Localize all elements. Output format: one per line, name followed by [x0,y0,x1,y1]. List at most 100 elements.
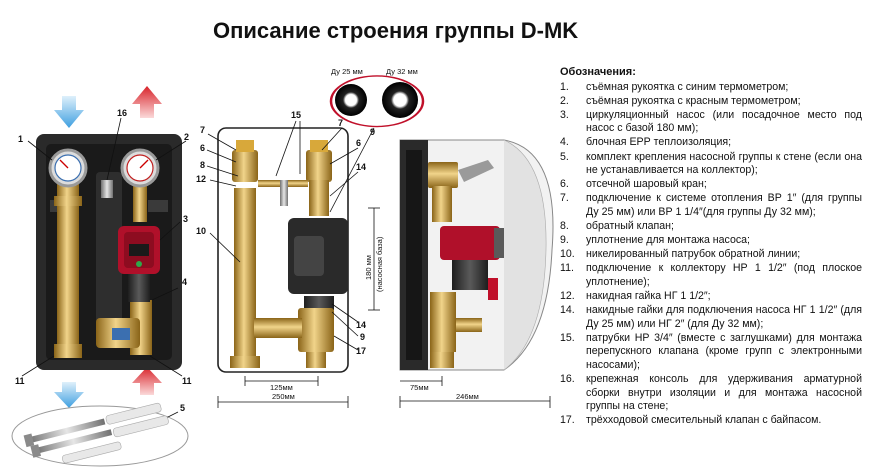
seal-label-25: Ду 25 мм [331,67,363,76]
legend-item-text: накидные гайки для подключения насоса НГ… [586,304,862,330]
legend-heading: Обозначения: [560,66,636,78]
callout-7-left: 7 [200,125,205,135]
callout-17: 17 [356,346,366,356]
legend: Обозначения: 1. съёмная рукоятка с синим … [560,66,862,428]
legend-item-number: 6. [560,178,569,191]
legend-item-number: 3. [560,108,569,121]
legend-item-number: 15. [560,331,575,344]
legend-item-text: крепежная консоль для удерживания армату… [586,373,862,413]
legend-item-number: 4. [560,136,569,149]
side-view [399,139,554,371]
dimension-pump-base: 180 мм [364,255,373,280]
callout-16: 16 [117,108,127,118]
legend-item-text: патрубки НР 3/4″ (вместе с заглушками) д… [586,331,862,371]
callout-9-bottom: 9 [360,332,365,342]
seal-dn32 [382,82,418,118]
legend-item-number: 7. [560,192,569,205]
legend-item-number: 11. [560,262,574,275]
side-view-dimensions: 246мм 75мм [399,376,551,408]
page-title: Описание строения группы D-MK [213,18,579,43]
front-view-assembly [217,127,349,373]
callout-15: 15 [291,110,301,120]
legend-item-number: 16. [560,373,575,386]
legend-item-number: 5. [560,150,569,163]
dimension-pump-base-note: (насосная база) [375,236,384,292]
callout-6-right: 6 [356,138,361,148]
legend-item-number: 10. [560,248,575,261]
front-view-callouts: 1 2 3 4 16 11 11 [15,108,192,386]
hot-flow-arrow-bottom [132,367,162,395]
legend-item-text: съёмная рукоятка с красным термометром; [586,94,801,107]
legend-item-text: комплект крепления насосной группы к сте… [586,150,862,177]
callout-1: 1 [18,134,23,144]
callout-4: 4 [182,277,187,287]
supply-pipe [133,182,147,222]
legend-item: 8. обратный клапан; [560,220,862,234]
legend-item-text: подключение к системе отопления ВР 1″ (д… [586,192,862,218]
legend-item: 11. подключение к коллектору НР 1 1/2″ (п… [560,262,862,289]
callout-9-top: 9 [370,127,375,137]
legend-item: 2. съёмная рукоятка с красным термометром… [560,95,862,109]
legend-item: 3. циркуляционный насос (или посадочное м… [560,109,862,136]
wall-mounting-kit: 5 [11,402,189,467]
assembly-callouts: 7 6 8 12 10 15 7 6 14 14 9 17 [196,110,366,356]
dimension-depth: 246мм [456,392,479,401]
return-pipe [57,182,79,352]
dimension-width: 250мм [272,392,295,401]
legend-item: 10. никелированный патрубок обратной лини… [560,248,862,262]
legend-item: 15. патрубки НР 3/4″ (вместе с заглушками… [560,332,862,373]
callout-14-bottom: 14 [356,320,366,330]
callout-11-right: 11 [182,376,192,386]
legend-item-text: обратный клапан; [586,220,674,233]
legend-item-number: 8. [560,220,569,233]
legend-item: 16. крепежная консоль для удерживания арм… [560,373,862,414]
callout-8: 8 [200,160,205,170]
legend-item-text: блочная ЕРР теплоизоляция; [586,136,732,149]
seal-label-32: Ду 32 мм [386,67,418,76]
legend-item: 14. накидные гайки для подключения насоса… [560,304,862,331]
callout-5: 5 [180,403,185,413]
callout-11-left: 11 [15,376,25,386]
legend-item: 6. отсечной шаровый кран; [560,178,862,192]
front-view-insulated [36,86,182,408]
legend-item-text: циркуляционный насос (или посадочное мес… [586,108,862,135]
pump-seals: Ду 25 мм Ду 32 мм 9 [329,67,425,213]
seal-dn25 [335,84,367,116]
mounting-console [101,180,113,198]
callout-7-right: 7 [338,118,343,128]
legend-item-text: съёмная рукоятка с синим термометром; [586,80,789,93]
callout-3: 3 [183,214,188,224]
legend-item-number: 1. [560,80,569,93]
legend-item: 12. накидная гайка НГ 1 1/2″; [560,290,862,304]
dimension-axis-distance: 125мм [270,383,293,392]
legend-item-number: 9. [560,234,569,247]
legend-item: 1. съёмная рукоятка с синим термометром; [560,81,862,95]
legend-item-text: никелированный патрубок обратной линии; [586,248,801,261]
legend-item-number: 14. [560,304,575,317]
legend-item: 7. подключение к системе отопления ВР 1″ … [560,192,862,219]
side-pump [440,226,500,260]
legend-item-text: уплотнение для монтажа насоса; [586,234,750,247]
dimension-offset: 75мм [410,383,429,392]
callout-12: 12 [196,174,206,184]
cold-flow-arrow-bottom [54,382,84,408]
legend-item: 5. комплект крепления насосной группы к с… [560,151,862,178]
legend-item-text: отсечной шаровый кран; [586,178,707,191]
legend-item: 4. блочная ЕРР теплоизоляция; [560,136,862,150]
callout-14-top: 14 [356,162,366,172]
legend-item-text: трёхходовой смесительный клапан с байпас… [586,414,822,427]
legend-item-text: накидная гайка НГ 1 1/2″; [586,290,711,302]
callout-2: 2 [184,132,189,142]
assembly-dimensions: 250мм 125мм 180 мм (насосная база) [217,207,384,408]
legend-item: 17. трёхходовой смесительный клапан с бай… [560,414,862,428]
legend-item-number: 12. [560,290,575,302]
legend-item: 9. уплотнение для монтажа насоса; [560,234,862,248]
callout-6-left: 6 [200,143,205,153]
legend-item-number: 17. [560,414,575,427]
legend-item-text: подключение к коллектору НР 1 1/2″ (под … [586,262,862,288]
legend-item-number: 2. [560,94,569,107]
cold-flow-arrow-top [54,96,84,128]
nickel-return-pipe [234,188,256,360]
callout-10: 10 [196,226,206,236]
